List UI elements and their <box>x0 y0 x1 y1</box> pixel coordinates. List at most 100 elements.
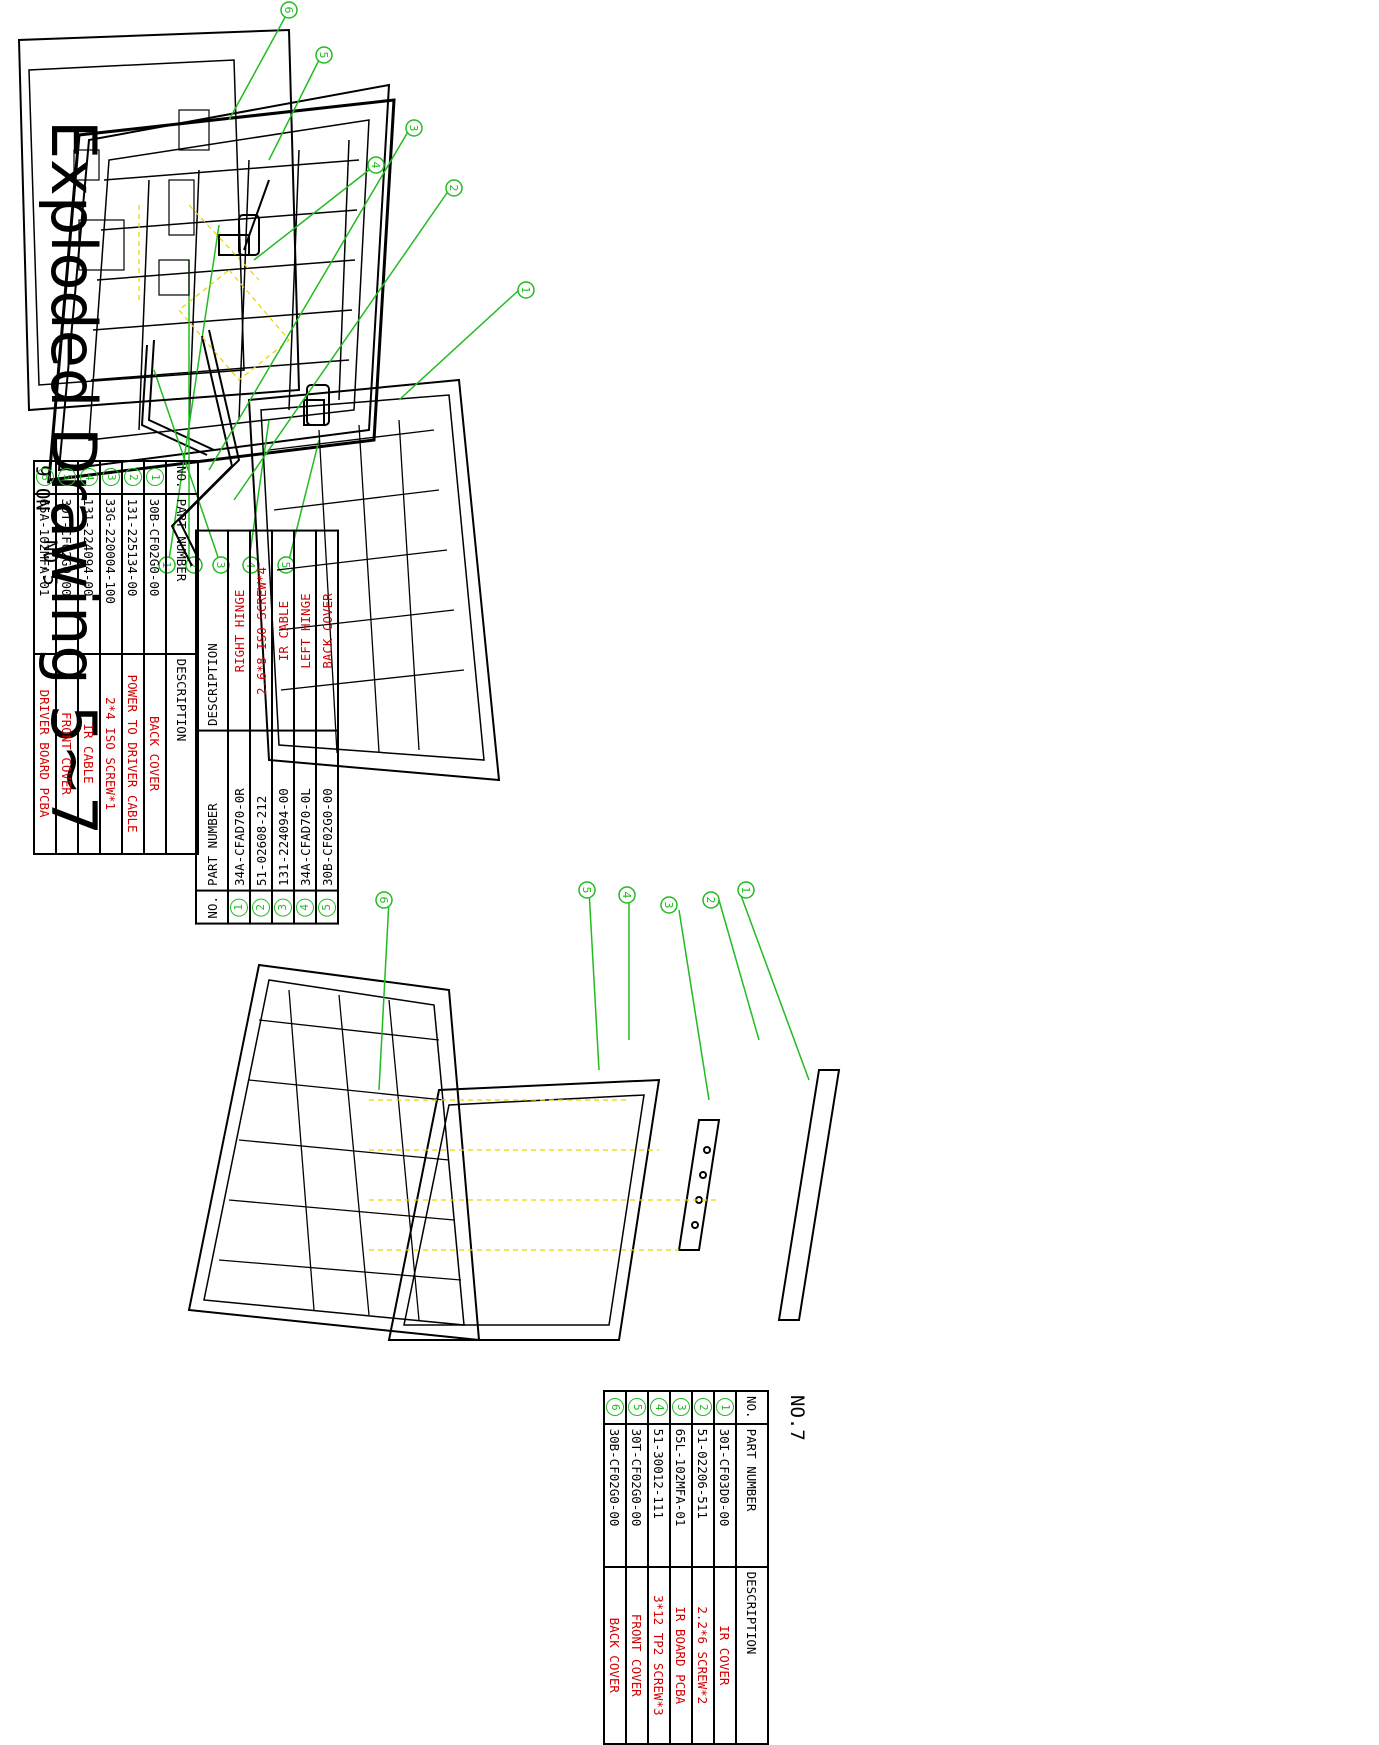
part-no-cell: 1 <box>144 461 166 494</box>
part-no-cell: 4 <box>78 461 100 494</box>
no6-callout-markers: 1 2 3 4 5 6 <box>280 1 535 299</box>
part-number-cell: 65L-102MFA-01 <box>670 1423 692 1567</box>
part-no-circle: 6 <box>36 468 54 487</box>
part-no-circle: 3 <box>672 1398 690 1417</box>
part-no-cell: 4 <box>294 891 316 924</box>
part-description-cell: LEFT HINGE <box>294 531 316 731</box>
part-number-cell: 33G-220004-100 <box>100 493 122 654</box>
no5-header-description: DESCRIPTION <box>196 531 228 731</box>
part-description-cell: IR CABLE <box>272 531 294 731</box>
part-no-cell: 5 <box>56 461 78 494</box>
no6-header-description: DESCRIPTION <box>166 653 198 854</box>
no6-header-no: NO. <box>166 461 198 494</box>
no5-callout-2: 2 <box>187 562 200 569</box>
no5-callout-5: 5 <box>279 562 292 569</box>
no5-header-no: NO. <box>196 891 228 924</box>
part-no-circle: 1 <box>230 898 248 917</box>
part-no-circle: 6 <box>606 1398 624 1417</box>
part-no-circle: 2 <box>124 468 142 487</box>
part-no-cell: 4 <box>648 1391 670 1424</box>
part-description-cell: IR BOARD PCBA <box>670 1566 692 1744</box>
no7-callout-6: 6 <box>377 897 390 904</box>
part-no-circle: 5 <box>628 1398 646 1417</box>
part-no-cell: 5 <box>316 891 338 924</box>
part-description-cell: RIGHT HINGE <box>228 531 250 731</box>
part-number-cell: 30B-CF02G0-00 <box>604 1423 626 1567</box>
part-no-cell: 6 <box>34 461 56 494</box>
part-no-circle: 4 <box>650 1398 668 1417</box>
part-description-cell: 2*4 ISO SCREW*1 <box>100 653 122 854</box>
no7-callout-lines <box>378 889 810 1101</box>
part-description-cell: BACK COVER <box>604 1566 626 1744</box>
no6-driver-board-drawing <box>17 28 301 412</box>
no7-callout-4: 4 <box>620 892 633 899</box>
no6-callout-2: 2 <box>447 185 460 192</box>
part-description-cell: 2.2*6 SCREW*2 <box>692 1566 714 1744</box>
no7-label: NO.7 <box>786 1395 808 1441</box>
part-number-cell: 30I-CF03D0-00 <box>714 1423 736 1567</box>
no7-ir-cover-drawing <box>777 1069 841 1321</box>
part-no-cell: 1 <box>714 1391 736 1424</box>
no6-callout-6: 6 <box>282 7 295 14</box>
part-no-circle: 2 <box>252 898 270 917</box>
no5-callout-3: 3 <box>214 562 227 569</box>
part-no-circle: 5 <box>58 468 76 487</box>
part-description-cell: FRONT COVER <box>56 653 78 854</box>
no6-header-part-number: PART NUMBER <box>166 493 198 654</box>
no7-hidden-lines <box>369 1099 719 1251</box>
no6-callout-3: 3 <box>407 125 420 132</box>
no7-callout-5: 5 <box>580 887 593 894</box>
part-description-cell: 3*12 TP2 SCREW*3 <box>648 1566 670 1744</box>
part-description-cell: BACK COVER <box>144 653 166 854</box>
part-description-cell: FRONT COVER <box>626 1566 648 1744</box>
no7-front-cover-drawing <box>387 1078 661 1341</box>
part-no-cell: 2 <box>250 891 272 924</box>
part-no-circle: 4 <box>80 468 98 487</box>
part-number-cell: 131-224094-00 <box>78 493 100 654</box>
no7-callout-markers: 1 2 3 4 5 6 <box>375 881 755 914</box>
part-no-circle: 4 <box>296 898 314 917</box>
part-number-cell: 30B-CF02G0-00 <box>144 493 166 654</box>
part-no-cell: 5 <box>626 1391 648 1424</box>
part-description-cell: IR COVER <box>714 1566 736 1744</box>
no5-header-part-number: PART NUMBER <box>196 731 228 891</box>
no7-ir-board-drawing <box>677 1119 721 1251</box>
part-number-cell: 51-30012-111 <box>648 1423 670 1567</box>
part-number-cell: 65A-102MFA-01 <box>34 493 56 654</box>
part-no-cell: 6 <box>604 1391 626 1424</box>
no6-front-cover-drawing <box>247 378 501 782</box>
part-no-circle: 1 <box>716 1398 734 1417</box>
no7-header-part-number: PART NUMBER <box>736 1423 768 1567</box>
no6-callout-4: 4 <box>369 162 382 169</box>
no5-callout-1: 1 <box>160 562 173 569</box>
no5-hidden-lines <box>138 204 260 300</box>
part-number-cell: 30T-CF02G0-00 <box>56 493 78 654</box>
part-no-cell: 1 <box>228 891 250 924</box>
no5-callout-markers: 1 2 3 4 5 <box>158 556 295 574</box>
part-description-cell: DRIVER BOARD PCBA <box>34 653 56 854</box>
no6-hidden-lines <box>178 269 290 381</box>
part-no-circle: 2 <box>694 1398 712 1417</box>
part-number-cell: 34A-CFAD70-0R <box>228 731 250 891</box>
